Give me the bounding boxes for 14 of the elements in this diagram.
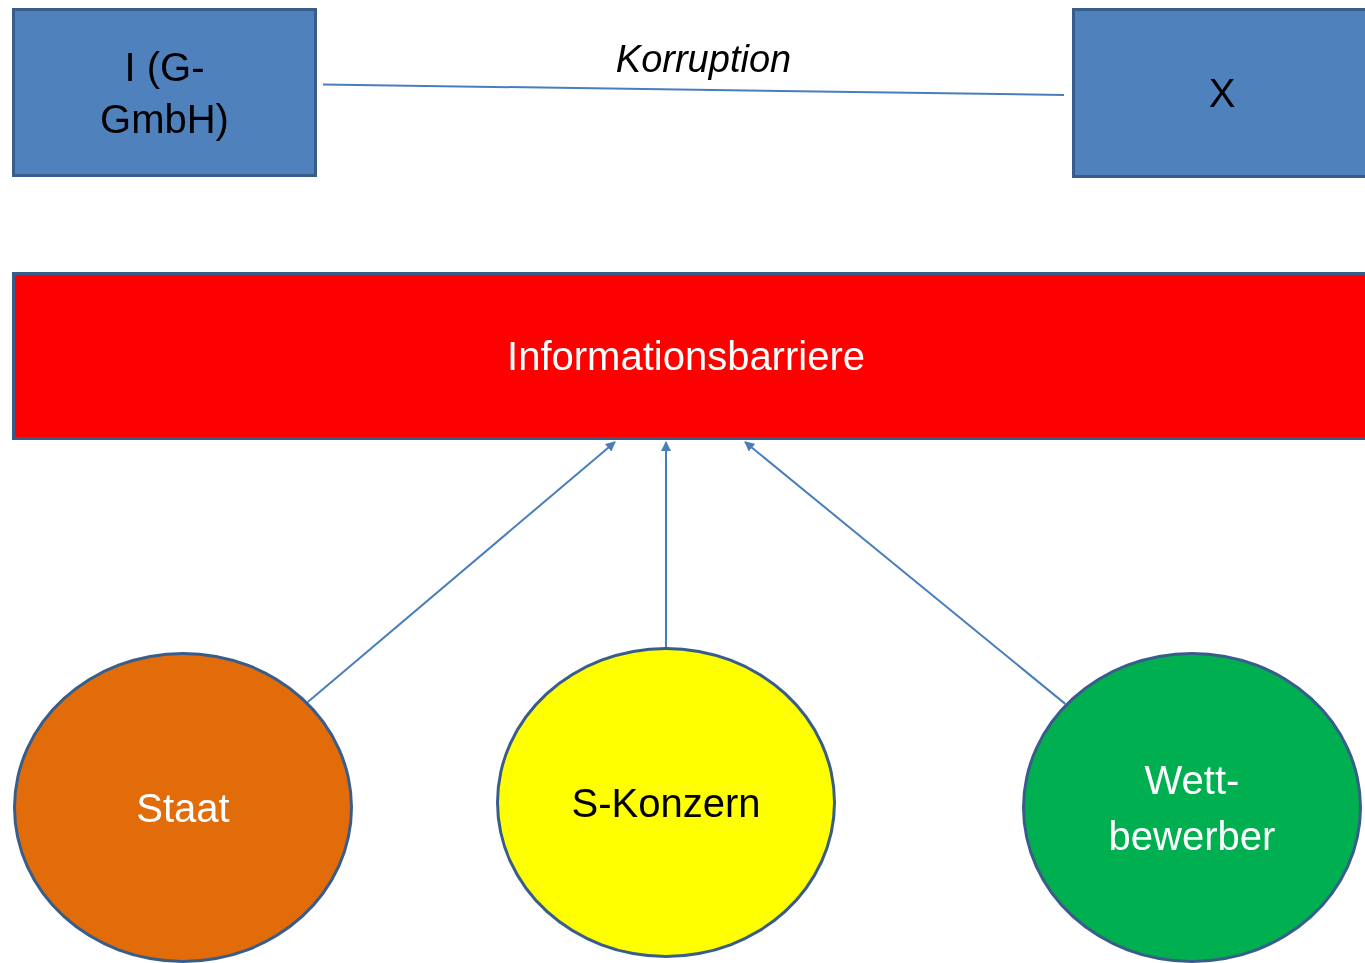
- arrow: [744, 441, 1067, 705]
- arrow: [661, 441, 671, 648]
- node-label: I (G-GmbH): [99, 43, 230, 143]
- process-box: [12, 8, 317, 177]
- node-label: X: [1208, 70, 1236, 117]
- node-label: S-Konzern: [571, 779, 761, 827]
- node-label: Staat: [136, 784, 230, 832]
- connector-line: [322, 83, 1065, 96]
- node-label: Wett- bewerber: [1107, 756, 1277, 860]
- barrier-bar: [12, 272, 1365, 440]
- edge-label: Korruption: [615, 39, 792, 78]
- node-label: Informationsbarriere: [507, 333, 866, 380]
- process-box: [1072, 8, 1365, 178]
- arrow: [306, 441, 616, 703]
